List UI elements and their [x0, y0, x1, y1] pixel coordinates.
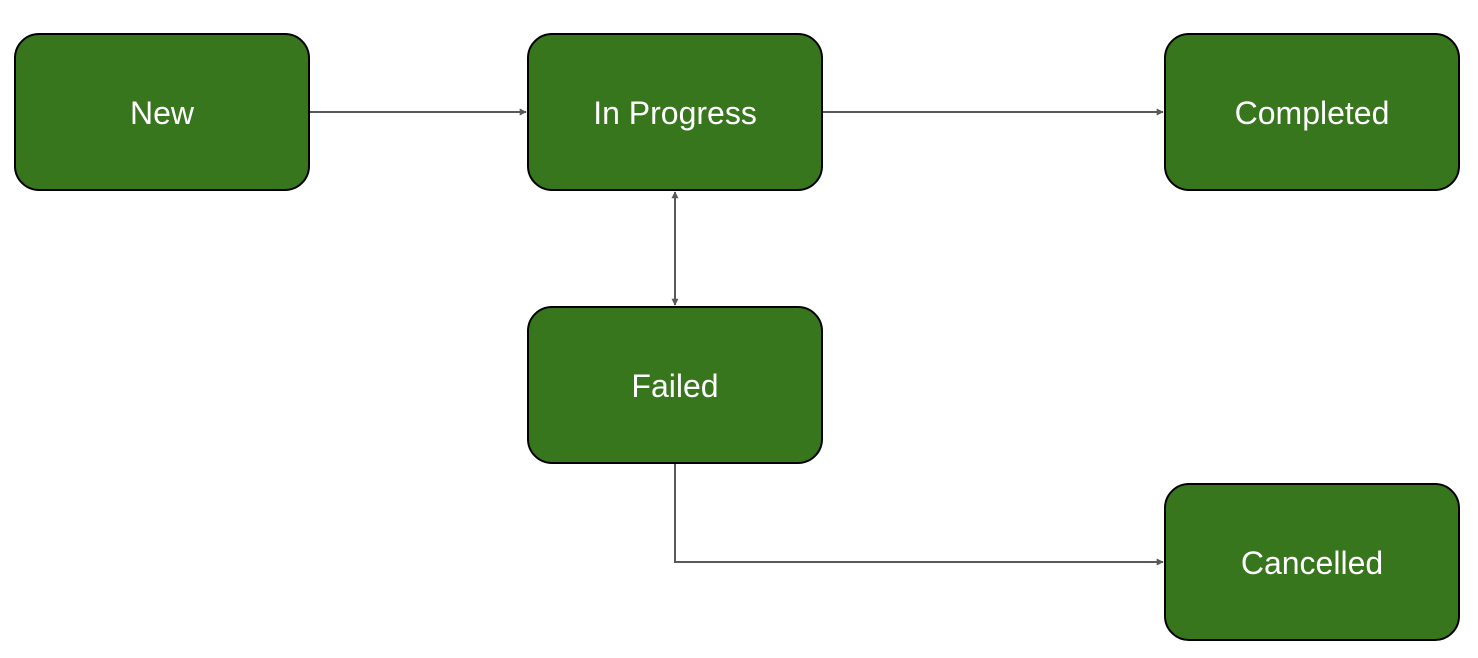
- edge-failed-to-cancelled: [674, 464, 1164, 566]
- node-in-progress[interactable]: In Progress: [527, 33, 823, 191]
- node-completed-box: [1164, 33, 1460, 191]
- node-new-box: [14, 33, 310, 191]
- node-failed-label: Failed: [631, 368, 718, 404]
- node-cancelled-label: Cancelled: [1241, 545, 1383, 581]
- node-new[interactable]: New: [14, 33, 310, 191]
- node-failed-box: [527, 306, 823, 464]
- node-completed-label: Completed: [1235, 95, 1390, 131]
- edges: [309, 108, 1164, 566]
- node-in-progress-label: In Progress: [593, 95, 757, 131]
- node-failed[interactable]: Failed: [527, 306, 823, 464]
- node-completed[interactable]: Completed: [1164, 33, 1460, 191]
- node-new-label: New: [130, 95, 195, 131]
- node-cancelled[interactable]: Cancelled: [1164, 483, 1460, 641]
- node-in-progress-box: [527, 33, 823, 191]
- node-cancelled-box: [1164, 483, 1460, 641]
